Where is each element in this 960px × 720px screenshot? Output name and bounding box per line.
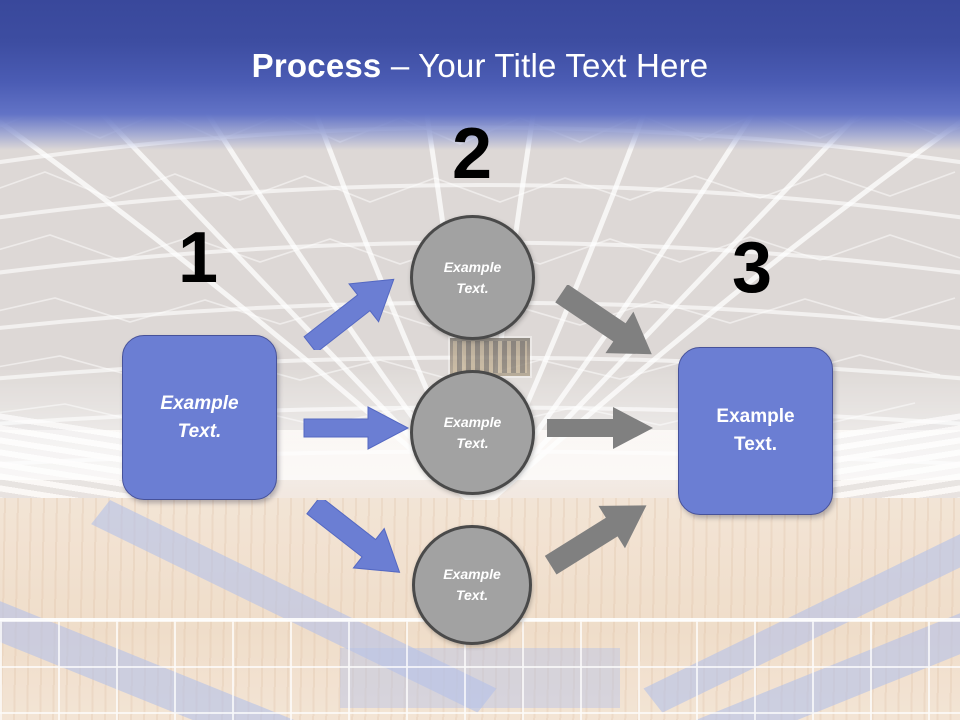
process-circle-middle[interactable]: Example Text. — [410, 370, 535, 495]
step-number-3: 3 — [731, 228, 773, 308]
left-process-box[interactable]: Example Text. — [122, 335, 277, 500]
arrow-circle-top-to-right — [548, 284, 666, 368]
left-box-line-2: Text. — [177, 420, 222, 442]
page-title: Process – Your Title Text Here — [0, 47, 960, 84]
circle-1-line-1: Example — [443, 258, 502, 275]
right-box-line-2: Text. — [734, 434, 777, 455]
process-circle-top[interactable]: Example Text. — [410, 215, 535, 340]
circle-2-line-2: Text. — [456, 434, 489, 451]
arrow-circle-middle-to-right — [545, 405, 655, 456]
right-box-line-1: Example — [716, 406, 795, 428]
left-process-box-text: Example Text. — [160, 390, 238, 445]
arrow-left-to-circle-bottom — [298, 495, 416, 583]
process-circle-bottom-text: Example Text. — [443, 564, 501, 606]
circle-1-line-2: Text. — [456, 279, 489, 296]
process-circle-bottom[interactable]: Example Text. — [412, 525, 532, 645]
circle-3-line-1: Example — [443, 566, 501, 582]
right-process-box[interactable]: Example Text. — [678, 347, 833, 515]
page-title-rest: – Your Title Text Here — [381, 47, 709, 84]
sky-gradient — [0, 0, 960, 150]
arrow-circle-bottom-to-right — [538, 495, 660, 580]
page-title-strong: Process — [251, 47, 382, 84]
arrow-left-to-circle-middle — [302, 405, 410, 456]
left-box-line-1: Example — [160, 392, 239, 414]
circle-3-line-2: Text. — [455, 587, 489, 603]
process-circle-top-text: Example Text. — [444, 257, 502, 299]
right-process-box-text: Example Text. — [716, 403, 794, 458]
circle-2-line-1: Example — [443, 413, 502, 430]
jumbotron-screen — [450, 338, 530, 376]
process-circle-middle-text: Example Text. — [444, 412, 502, 454]
step-number-2: 2 — [451, 114, 493, 194]
step-number-1: 1 — [177, 218, 219, 298]
arrow-left-to-circle-top — [295, 275, 410, 355]
